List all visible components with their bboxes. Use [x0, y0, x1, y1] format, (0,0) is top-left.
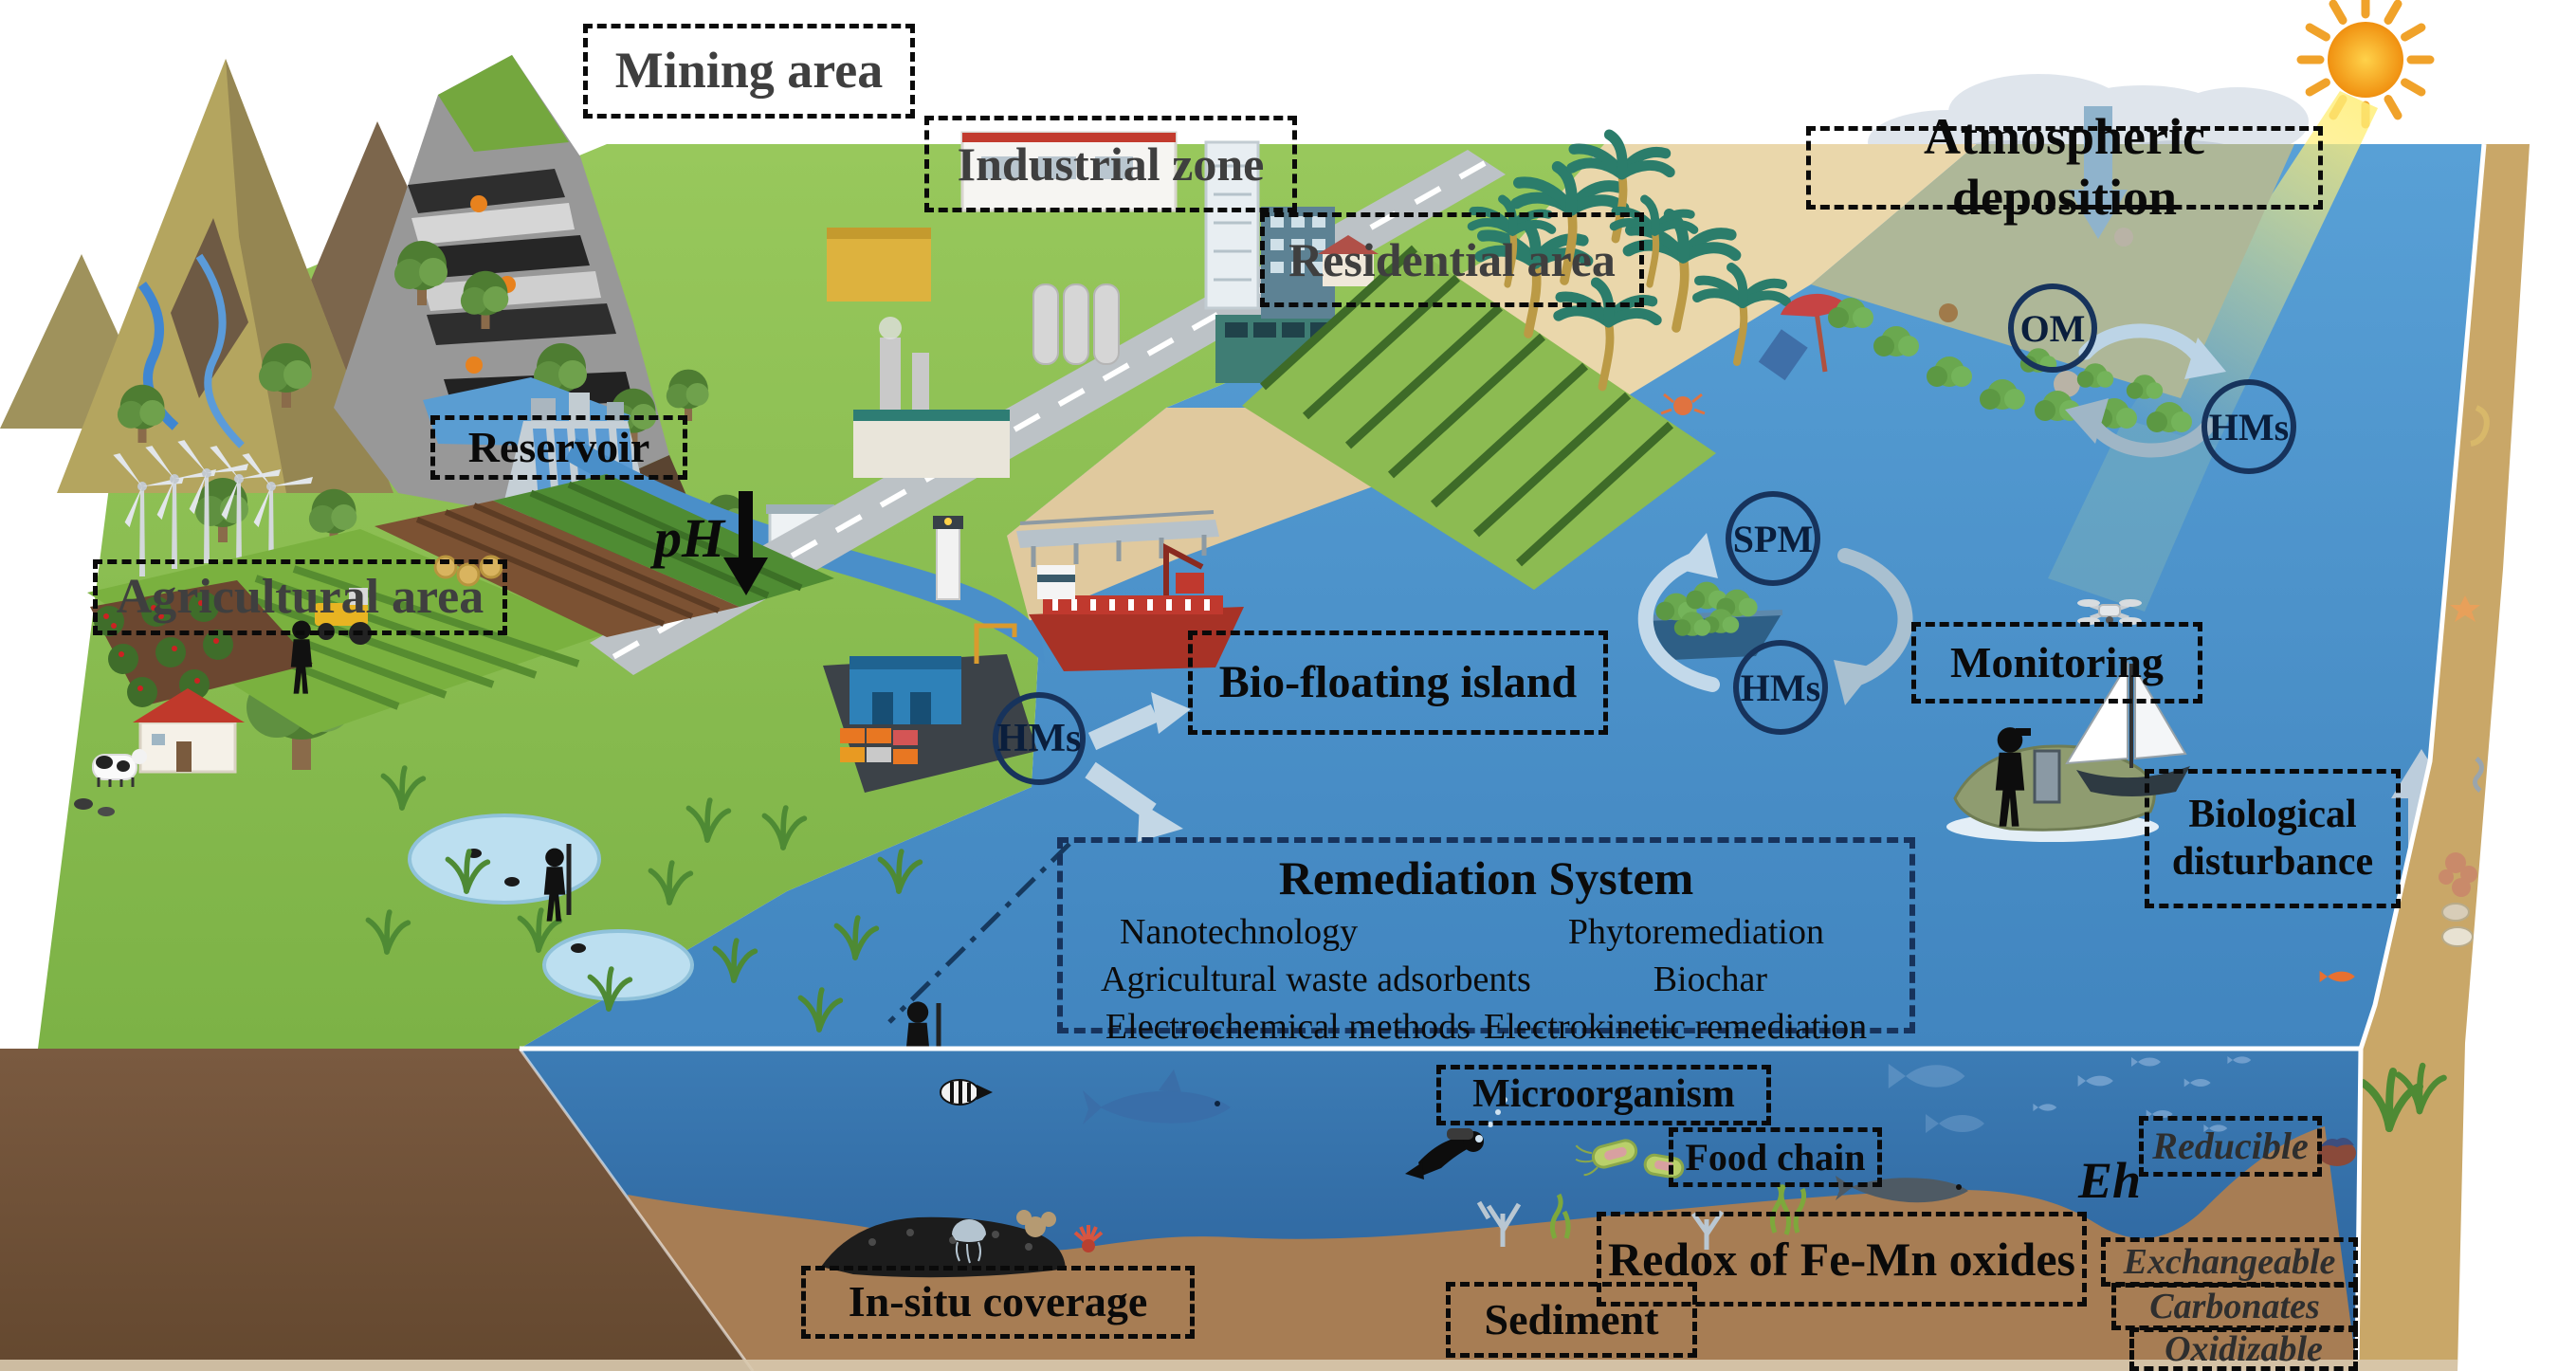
remediation-system-box: Remediation System Nanotechnology Phytor… — [1057, 837, 1915, 1047]
sun-icon — [2296, 0, 2435, 129]
block-seam-lines — [520, 143, 2487, 1371]
label-exchangeable: Exchangeable — [2101, 1237, 2358, 1287]
shark — [1083, 1069, 1231, 1124]
sediment-bed — [628, 1126, 2357, 1371]
remediation-item-electrochemical-methods: Electrochemical methods — [1105, 1007, 1471, 1047]
bridge — [1016, 510, 1219, 567]
industrial-buildings — [827, 131, 1335, 478]
striped-fish — [940, 1079, 993, 1106]
harbor — [823, 623, 1037, 793]
remediation-item-biochar: Biochar — [1653, 960, 1767, 999]
label-monitoring: Monitoring — [1911, 622, 2202, 704]
label-atmospheric-deposition: Atmospheric deposition — [1806, 108, 2323, 226]
underwater-block — [0, 1048, 2361, 1371]
goats — [74, 798, 115, 816]
hms-circle-spm: HMs — [1733, 640, 1828, 735]
label-carbonates: Carbonates — [2111, 1283, 2358, 1330]
farmhouse — [133, 688, 245, 774]
eh-label: Eh — [2078, 1152, 2142, 1209]
label-microorganism: Microorganism — [1436, 1065, 1771, 1125]
seaweed — [1549, 1183, 1807, 1239]
om-hms-cycle-arrows — [2065, 323, 2226, 458]
cow — [92, 749, 147, 787]
ph-label: pH — [654, 507, 725, 569]
remediation-item-nanotechnology: Nanotechnology — [1120, 912, 1359, 952]
corals — [1016, 1200, 1725, 1252]
remediation-item-phytoremediation: Phytoremediation — [1567, 912, 1824, 952]
label-food-chain: Food chain — [1669, 1127, 1882, 1187]
jellyfish-icon — [952, 1219, 986, 1264]
label-oxidizable: Oxidizable — [2129, 1327, 2358, 1371]
observer-person — [1995, 727, 2031, 827]
bio-floating-island-boat — [1645, 581, 1783, 660]
label-redox-fe-mn-oxides: Redox of Fe-Mn oxides — [1597, 1212, 2087, 1307]
land-front-face — [0, 1049, 753, 1371]
sailboat — [2065, 660, 2190, 796]
remediation-item-electrokinetic-remediation: Electrokinetic remediation — [1484, 1007, 1868, 1047]
label-biological-disturbance: Biological disturbance — [2145, 769, 2401, 908]
spm-hms-cycle-arrows — [1637, 533, 1913, 705]
lighthouse — [933, 516, 963, 600]
clam — [2318, 1138, 2356, 1166]
ph-arrow — [723, 491, 768, 595]
vineyard — [1242, 245, 1716, 590]
label-mining-area: Mining area — [583, 24, 915, 119]
remediation-item-agricultural-waste-adsorbents: Agricultural waste adsorbents — [1101, 960, 1531, 999]
bottom-edge-strip — [0, 1360, 2457, 1371]
hms-circle-source: HMs — [993, 692, 1086, 785]
label-agricultural-area: Agricultural area — [93, 559, 507, 635]
orchard — [90, 580, 313, 707]
label-industrial-zone: Industrial zone — [924, 116, 1297, 212]
remediation-system-title: Remediation System — [1278, 851, 1694, 905]
label-residential-area: Residential area — [1260, 212, 1644, 307]
remediation-leader-line — [887, 842, 1071, 1024]
scuba-diver — [1405, 1097, 1507, 1179]
label-reservoir: Reservoir — [430, 415, 687, 480]
hms-dispersal-arrows — [1085, 692, 1191, 842]
label-bio-floating-island: Bio-floating island — [1188, 631, 1608, 735]
crab-icon — [1660, 393, 1706, 415]
atmospheric-deposition-arrow — [2069, 106, 2128, 239]
label-in-situ-coverage: In-situ coverage — [801, 1266, 1195, 1339]
right-cross-section-band — [2319, 144, 2530, 1371]
spm-circle: SPM — [1726, 491, 1820, 586]
om-circle: OM — [2008, 283, 2097, 373]
hms-circle-om: HMs — [2201, 379, 2296, 474]
label-reducible: Reducible — [2139, 1116, 2322, 1177]
